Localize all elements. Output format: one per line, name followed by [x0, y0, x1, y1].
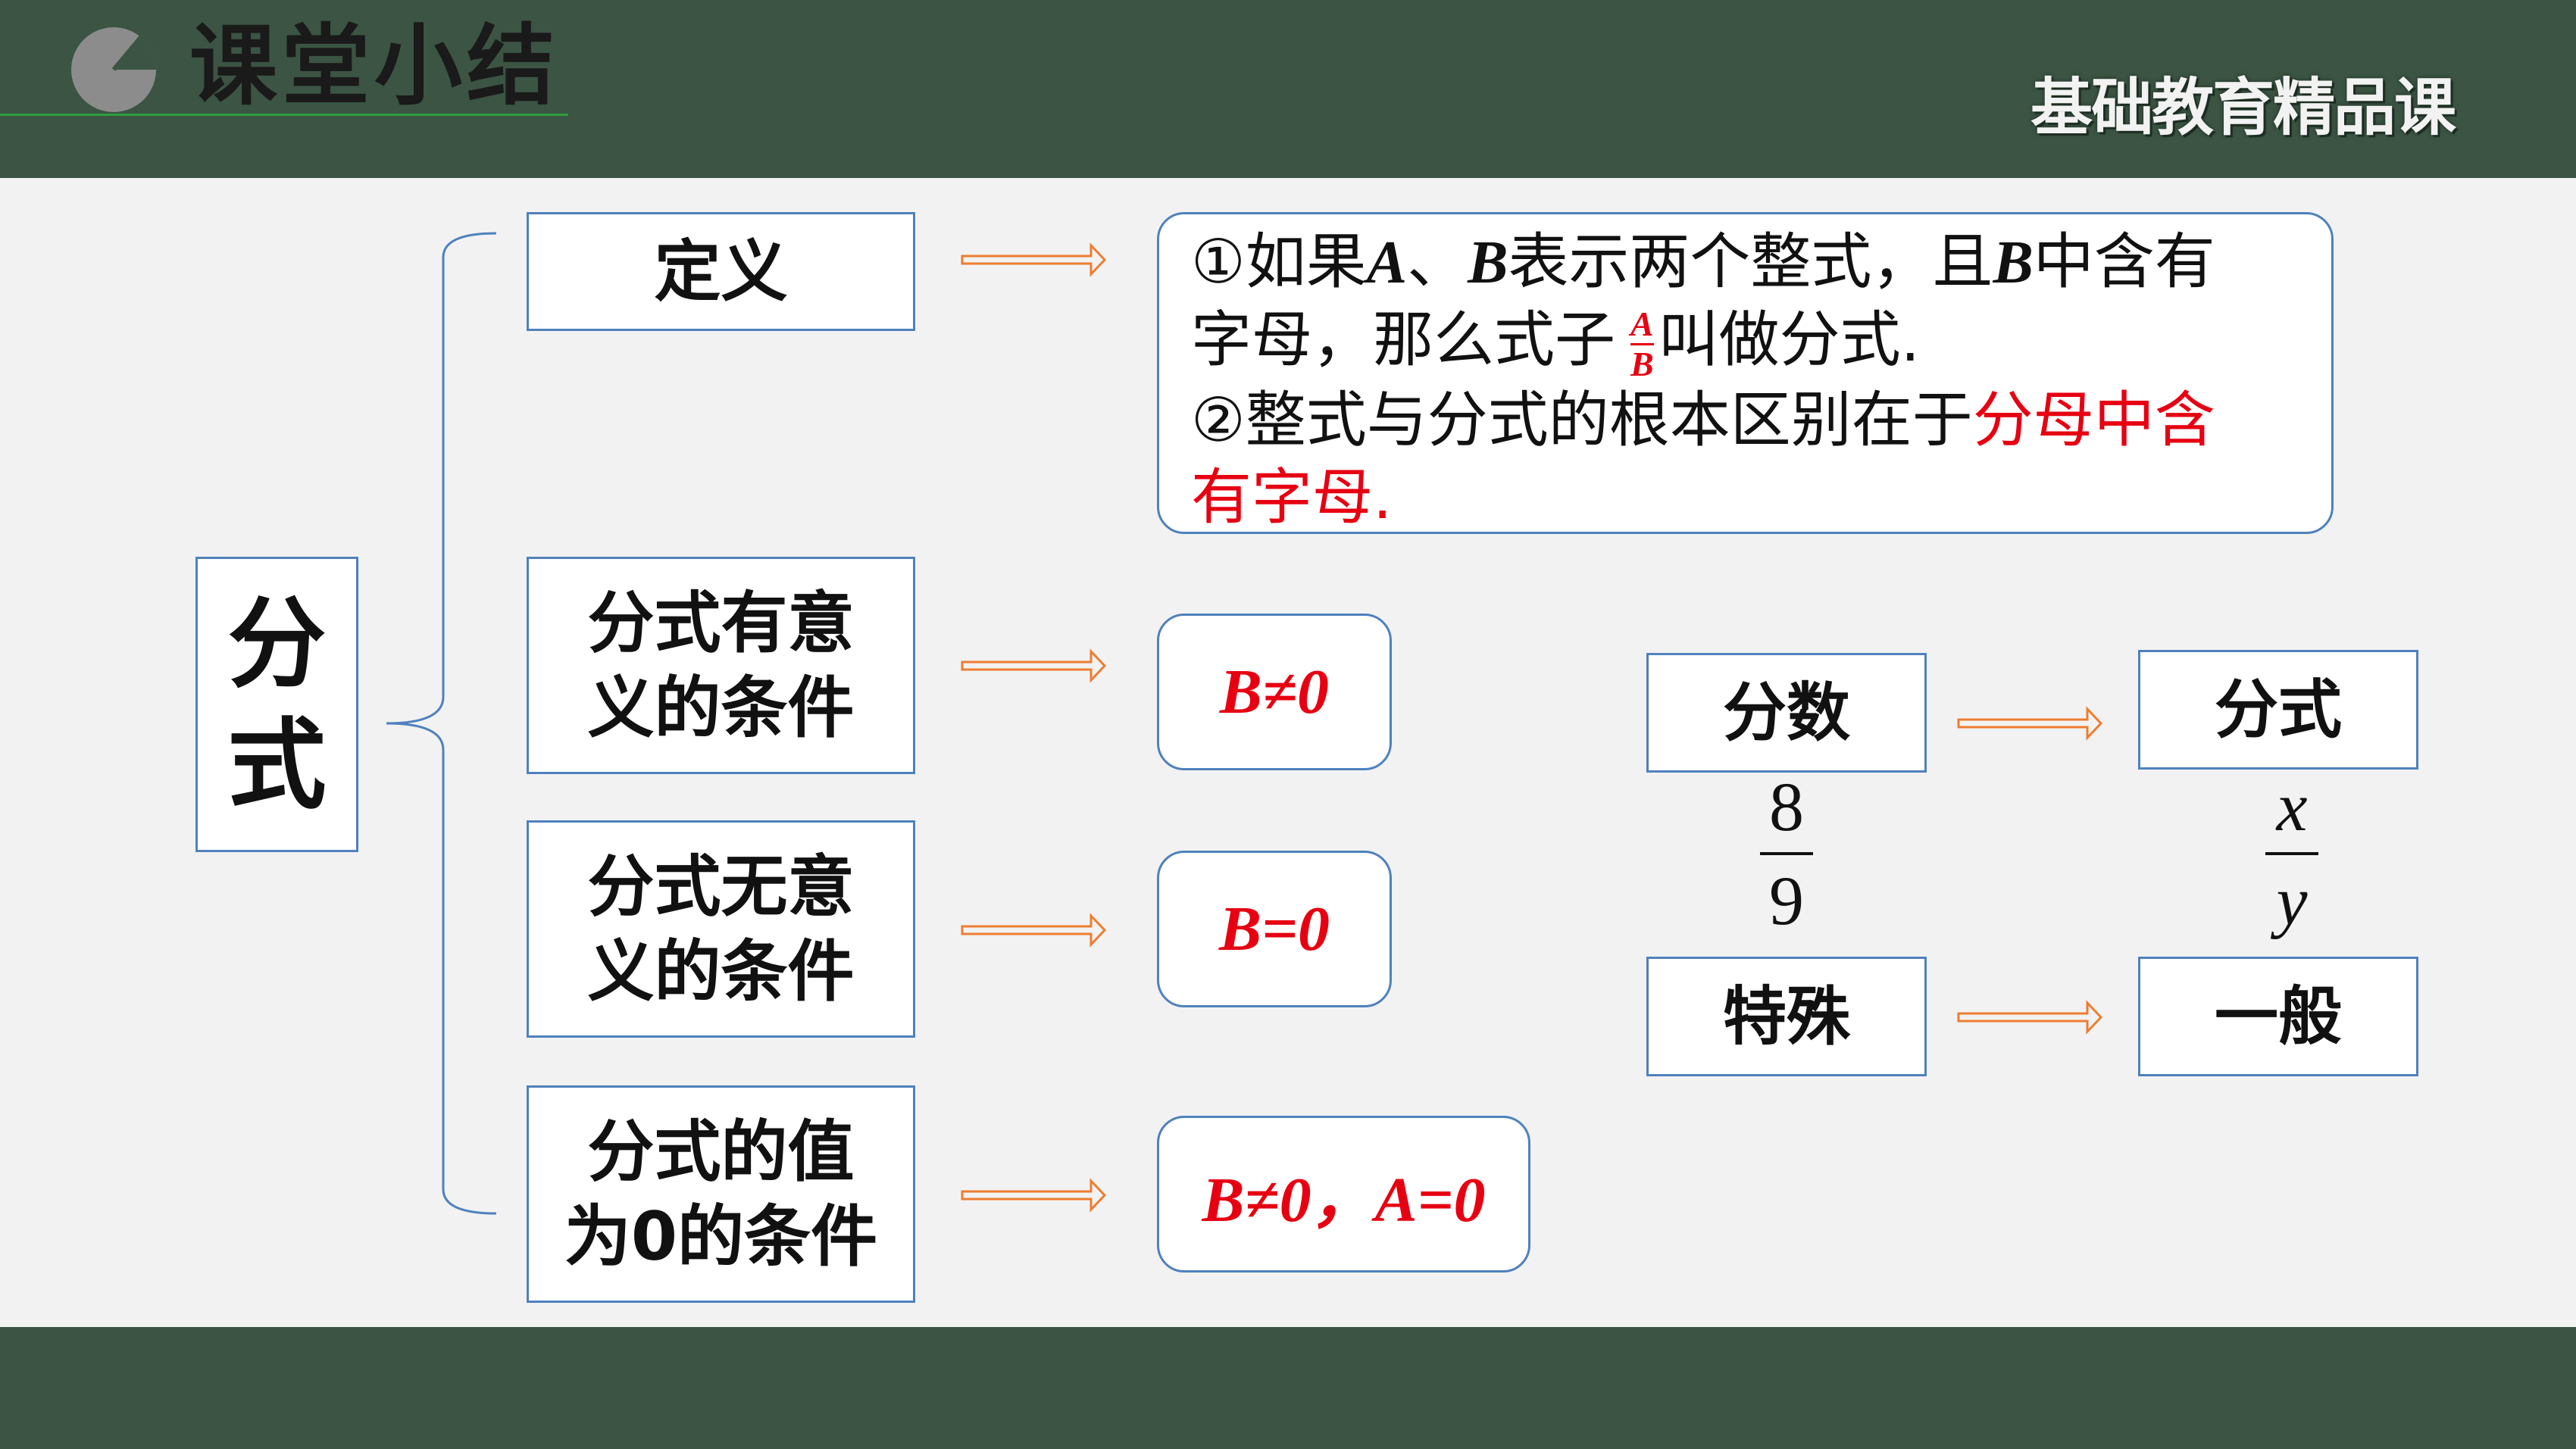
- arrow-fraction-to-expression: [1957, 706, 2103, 741]
- category-label-line1: 分式无意: [587, 847, 855, 926]
- result-text: B=0: [1219, 894, 1330, 964]
- brand-logo-text: 基础教育精品课: [2030, 72, 2456, 144]
- denominator: y: [2276, 862, 2308, 939]
- arrow-definition: [961, 242, 1107, 277]
- category-meaningful-condition: 分式有意 义的条件: [527, 557, 915, 774]
- algebraic-fraction-label: 分式: [2214, 673, 2342, 747]
- general-label: 一般: [2214, 979, 2342, 1054]
- fraction-number-box: 分数: [1646, 653, 1927, 773]
- category-label-line1: 分式有意: [587, 583, 855, 662]
- arrow-zero-value: [961, 1178, 1107, 1213]
- category-label-line1: 分式的值: [587, 1112, 855, 1191]
- result-text: B≠0，A=0: [1202, 1165, 1486, 1235]
- general-box: 一般: [2138, 957, 2418, 1076]
- tree-bracket: [386, 232, 497, 1215]
- title-text: 课堂小结: [189, 15, 559, 117]
- title-underline: [0, 114, 568, 116]
- denominator: 9: [1769, 862, 1804, 939]
- root-label-line1: 分: [227, 586, 327, 701]
- header-bar: [0, 0, 2576, 178]
- numerator: x: [2276, 768, 2308, 845]
- category-label-line2: 义的条件: [587, 932, 855, 1010]
- footer-bar: [0, 1327, 2576, 1449]
- category-label-line2: 义的条件: [587, 668, 855, 747]
- fraction-number-label: 分数: [1722, 676, 1850, 750]
- result-text: B≠0: [1219, 657, 1330, 727]
- special-label: 特殊: [1722, 979, 1850, 1054]
- result-meaningless: B=0: [1157, 851, 1392, 1007]
- root-node: 分 式: [195, 557, 358, 852]
- root-label-line2: 式: [227, 707, 327, 823]
- pie-icon: [71, 27, 157, 112]
- category-definition: 定义: [527, 212, 915, 331]
- category-meaningless-condition: 分式无意 义的条件: [527, 820, 915, 1038]
- special-box: 特殊: [1646, 957, 1927, 1076]
- example-fraction-8-9: 8 9: [1733, 769, 1840, 938]
- category-zero-value-condition: 分式的值 为0的条件: [527, 1085, 915, 1303]
- result-zero-value: B≠0，A=0: [1157, 1116, 1530, 1273]
- definition-line-3: ②整式与分式的根本区别在于分母中含: [1191, 384, 2215, 455]
- result-meaningful: B≠0: [1157, 614, 1392, 770]
- category-label-line2: 为0的条件: [564, 1197, 878, 1276]
- slide-title: 课堂小结: [30, 8, 561, 117]
- definition-line-4: 有字母.: [1191, 461, 1393, 532]
- numerator: 8: [1769, 768, 1804, 845]
- arrow-meaningless: [961, 913, 1107, 948]
- definition-line-1: ①如果A、B表示两个整式，且B中含有: [1191, 226, 2215, 297]
- algebraic-fraction-box: 分式: [2138, 650, 2418, 770]
- example-fraction-x-y: x y: [2239, 769, 2345, 938]
- arrow-meaningful: [961, 648, 1107, 683]
- arrow-special-to-general: [1957, 1000, 2103, 1035]
- category-label: 定义: [654, 232, 788, 311]
